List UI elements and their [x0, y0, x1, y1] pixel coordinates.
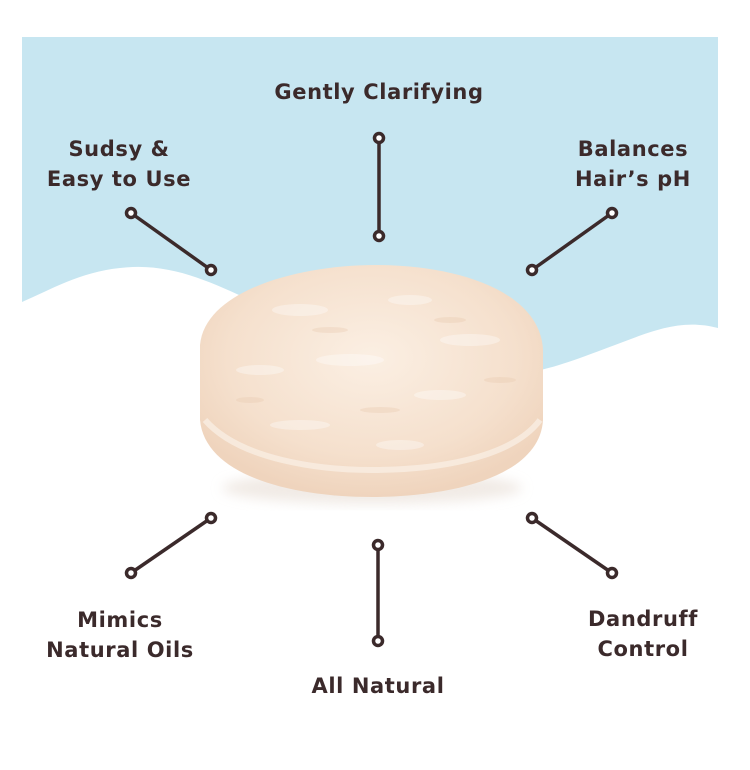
benefit-bottom-right-line1: Dandruff [588, 607, 698, 631]
benefit-top-text: Gently Clarifying [274, 80, 484, 104]
benefit-label-bottom-right: Dandruff Control [588, 604, 698, 664]
connector-bottom-left [124, 511, 218, 580]
benefit-bottom-left-line1: Mimics [77, 608, 163, 632]
benefit-top-left-line1: Sudsy & [68, 137, 170, 161]
connector-top [372, 131, 386, 243]
connector-bottom-right [525, 511, 619, 580]
shampoo-bar-image [200, 265, 543, 497]
benefit-bottom-text: All Natural [311, 674, 445, 698]
benefit-label-top-left: Sudsy & Easy to Use [47, 134, 191, 194]
benefit-label-top: Gently Clarifying [274, 77, 483, 107]
benefit-bottom-right-line2: Control [597, 637, 689, 661]
benefit-label-top-right: Balances Hair’s pH [575, 134, 691, 194]
benefit-label-bottom-left: Mimics Natural Oils [46, 605, 194, 665]
benefit-top-left-line2: Easy to Use [46, 167, 192, 191]
connector-top-left [124, 206, 218, 277]
benefit-top-right-line2: Hair’s pH [575, 167, 691, 191]
benefit-label-bottom: All Natural [311, 671, 444, 701]
connector-bottom [371, 538, 385, 648]
benefit-bottom-left-line2: Natural Oils [46, 638, 194, 662]
sky-background [22, 37, 718, 372]
connector-top-right [525, 206, 619, 277]
benefit-top-right-line1: Balances [577, 137, 689, 161]
